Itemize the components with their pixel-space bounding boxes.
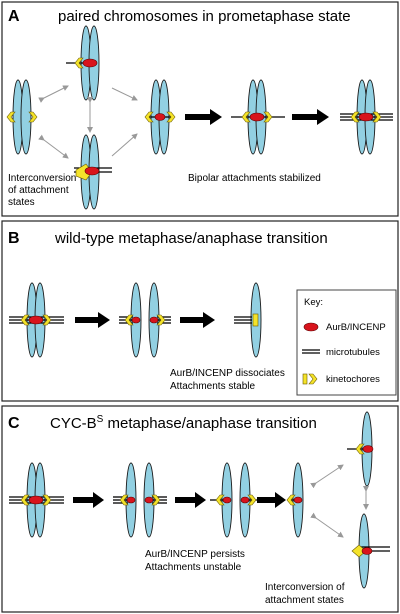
chromatid — [286, 462, 304, 538]
panel-c-letter: C — [8, 415, 20, 432]
panel-c: C CYC-BS metaphase/anaphase transition — [1, 405, 399, 613]
key-label-kinetochores: kinetochores — [326, 374, 380, 385]
chromatid — [351, 513, 390, 589]
chromatid — [347, 411, 374, 487]
key-label-aurb: AurB/INCENP — [326, 322, 386, 333]
chromosome-pair — [113, 462, 167, 538]
panel-c-title: CYC-BS metaphase/anaphase transition — [50, 414, 317, 432]
kinetochore-chevron-icon — [302, 373, 318, 385]
chromatid — [234, 282, 262, 358]
chromosome-pair — [231, 79, 285, 155]
red-ellipse-icon — [303, 322, 319, 332]
chromosome-pair — [340, 79, 393, 155]
key-box: Key: AurB/INCENP microtubules kinetochor… — [296, 289, 397, 396]
panel-b-letter: B — [8, 230, 20, 247]
microtubule-lines-icon — [302, 349, 320, 354]
chromosome-pair — [66, 25, 100, 101]
panel-a-note-right: Bipolar attachments stabilized — [188, 173, 321, 184]
chromosome-pair — [74, 134, 112, 210]
chromosome-pair — [9, 462, 64, 538]
chromosome-pair — [119, 282, 171, 358]
panel-c-note-right: Interconversion of attachment states — [265, 582, 347, 606]
panel-b-title: wild-type metaphase/anaphase transition — [54, 230, 328, 247]
panel-b: B wild-type metaphase/anaphase transitio… — [1, 220, 399, 402]
panel-a-letter: A — [8, 8, 20, 25]
chromosome-pair — [9, 282, 64, 358]
chromosome-pair — [144, 79, 176, 155]
key-heading: Key: — [304, 297, 323, 308]
key-label-microtubules: microtubules — [326, 347, 380, 358]
panel-a-note-left: Interconversion of attachment states — [8, 173, 79, 208]
panel-c-note-mid: AurB/INCENP persists Attachments unstabl… — [145, 549, 248, 573]
panel-b-note: AurB/INCENP dissociates Attachments stab… — [170, 368, 288, 392]
panel-a: A paired chromosomes in prometaphase sta… — [1, 1, 399, 217]
panel-a-title: paired chromosomes in prometaphase state — [58, 8, 351, 25]
